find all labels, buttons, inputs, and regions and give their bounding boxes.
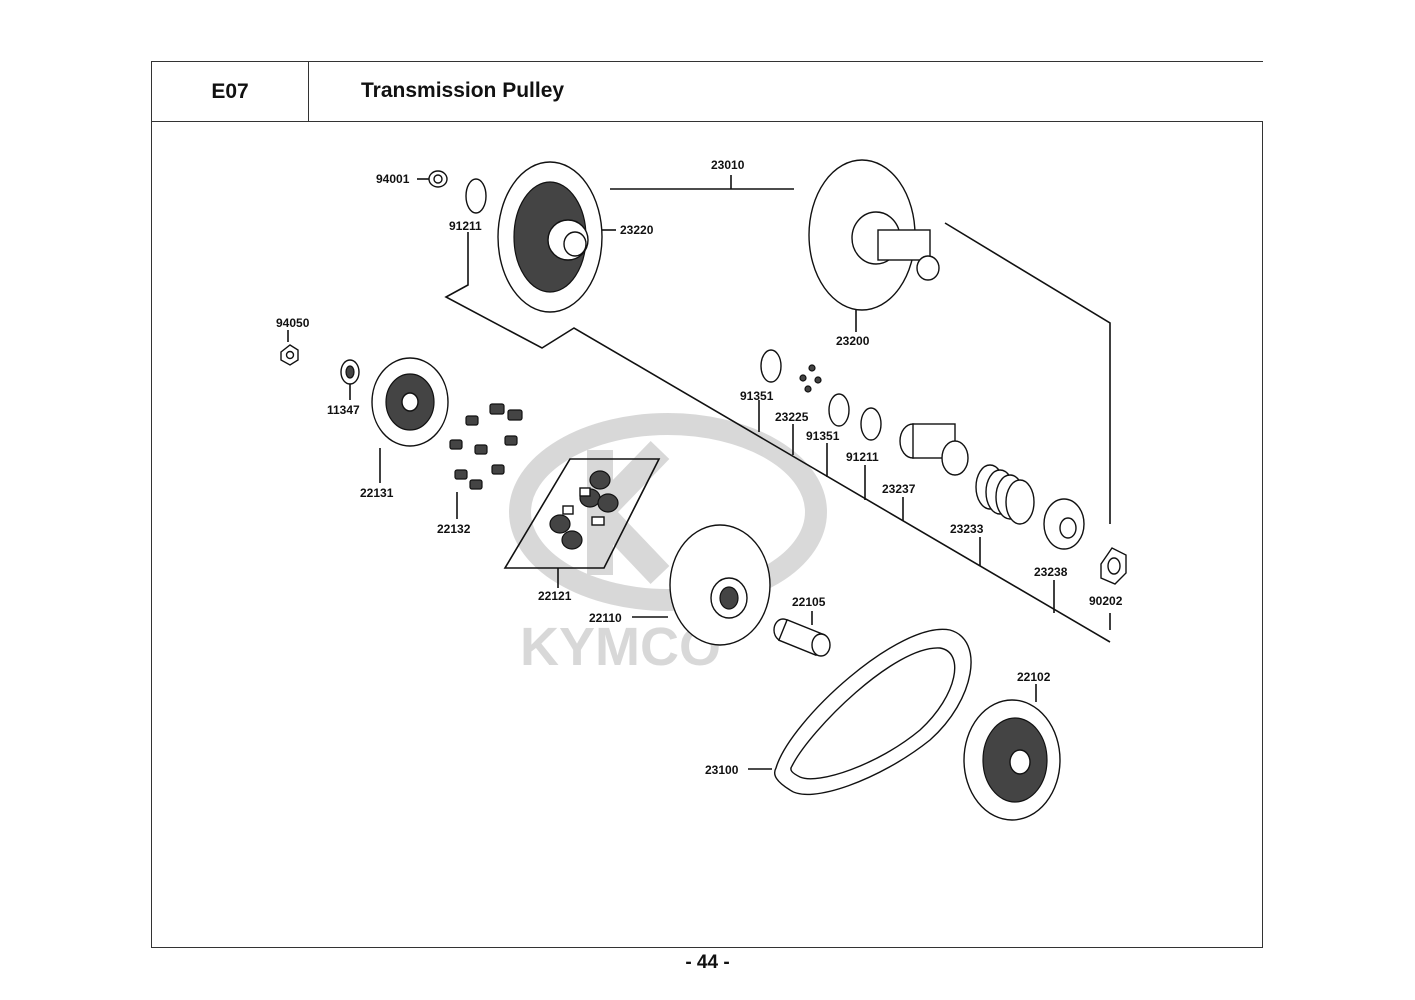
guide-pins-23225-drawing [799,364,822,393]
spring-23233-drawing [975,464,1035,525]
part-label-91351b: 91351 [806,429,840,443]
part-label-91211a: 91211 [449,219,482,233]
part-label-94050: 94050 [276,316,310,330]
part-label-91211b: 91211 [846,450,879,464]
section-code: E07 [211,79,249,103]
nut-94001-drawing [428,170,448,188]
part-label-23010: 23010 [711,158,745,172]
part-label-23237: 23237 [882,482,916,496]
part-label-22110: 22110 [589,611,622,625]
part-label-91351a: 91351 [740,389,774,403]
diagram-frame [151,121,1263,948]
part-label-22121: 22121 [538,589,572,603]
bushing-22105-drawing [773,618,831,657]
part-label-22102: 22102 [1017,670,1051,684]
page-title: Transmission Pulley [361,79,565,102]
belt-23100-drawing [773,628,972,796]
collar-11347-drawing [340,359,360,385]
part-label-23225: 23225 [775,410,809,424]
part-label-22105: 22105 [792,595,826,609]
part-label-23220: 23220 [620,223,654,237]
o-rings-91351-drawing [760,349,850,427]
slide-pieces-22132-drawing [449,403,523,490]
part-label-23238: 23238 [1034,565,1068,579]
page-number: - 44 - [685,952,730,973]
part-label-94001: 94001 [376,172,410,186]
movable-drive-face-22110-drawing [669,524,771,646]
o-ring-91211b-drawing [860,407,882,441]
nut-90202-drawing [1100,547,1127,585]
clutch-outer-22102-drawing [963,699,1061,821]
rollers-22121-drawing [549,470,619,550]
part-label-22132: 22132 [437,522,471,536]
part-label-23233: 23233 [950,522,984,536]
collar-23237-drawing [899,423,969,476]
part-label-23200: 23200 [836,334,870,348]
leader-lines [287,175,1111,770]
driven-face-23220-drawing [497,161,603,313]
ramp-plate-22131-drawing [371,357,449,447]
title-box: Transmission Pulley [309,61,1263,122]
nut-94050-drawing [280,344,299,366]
part-labels: 94001 91211 23220 23010 23200 94050 1134… [276,158,1123,777]
kymco-watermark: KYMCO [509,413,827,677]
o-ring-91211-drawing [465,178,487,214]
seat-23238-drawing [1043,498,1085,550]
part-label-23100: 23100 [705,763,739,777]
fixed-driven-face-23200-drawing [808,159,940,311]
part-label-22131: 22131 [360,486,394,500]
part-label-90202: 90202 [1089,594,1123,608]
part-label-11347: 11347 [327,403,360,417]
